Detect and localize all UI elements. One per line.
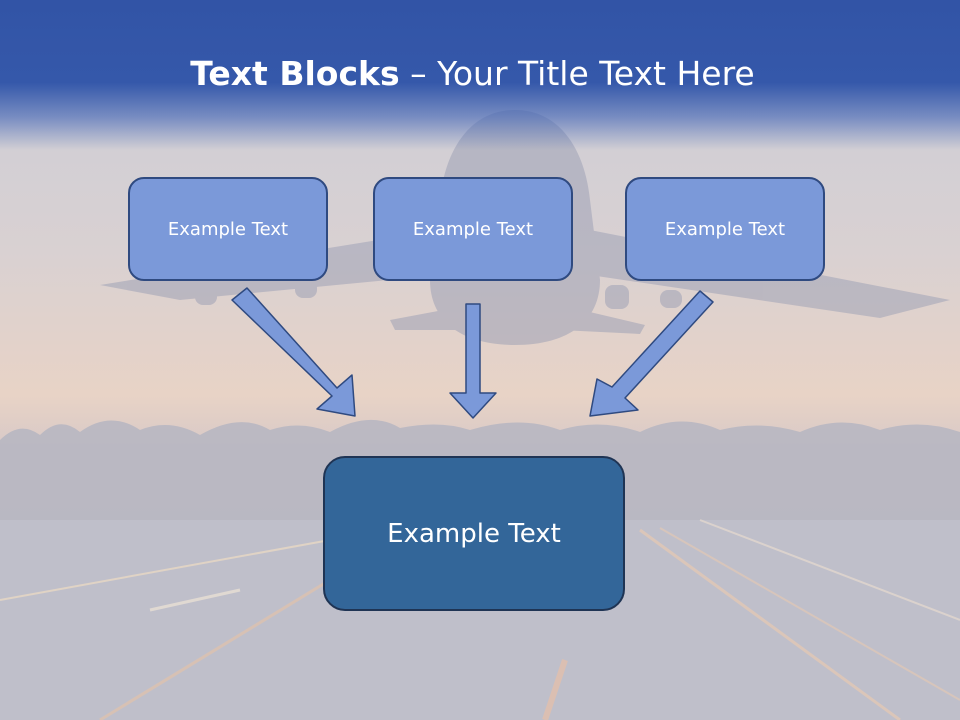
text-block-2-label: Example Text <box>412 218 534 240</box>
title-bar <box>0 0 960 150</box>
text-block-2[interactable]: Example Text <box>373 177 573 281</box>
title-rest-part: – Your Title Text Here <box>399 54 755 93</box>
text-block-1-label: Example Text <box>167 218 289 240</box>
text-block-3[interactable]: Example Text <box>625 177 825 281</box>
text-block-1[interactable]: Example Text <box>128 177 328 281</box>
text-block-3-label: Example Text <box>664 218 786 240</box>
arrow-center <box>449 303 497 419</box>
runway <box>0 519 960 720</box>
text-block-main-label: Example Text <box>387 518 561 549</box>
slide-title: Text Blocks – Your Title Text Here <box>0 54 945 93</box>
title-bold-part: Text Blocks <box>190 54 400 93</box>
text-block-main[interactable]: Example Text <box>323 456 625 611</box>
arrow-left <box>231 287 356 417</box>
arrow-right <box>589 290 714 417</box>
